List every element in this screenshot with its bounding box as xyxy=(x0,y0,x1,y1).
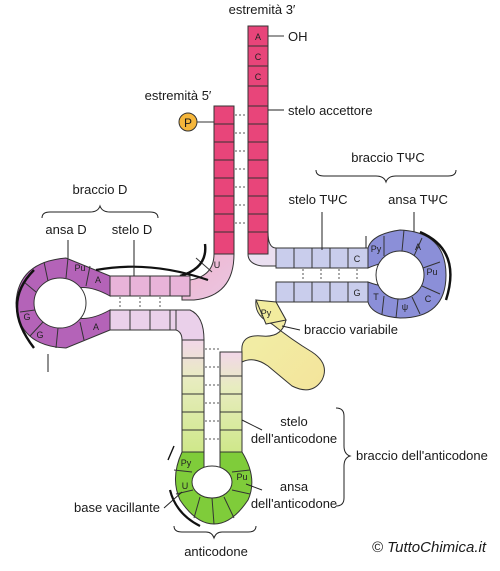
tpsic-loop xyxy=(367,229,447,319)
d-loop xyxy=(15,257,111,349)
base-d-g1: G xyxy=(23,312,30,322)
base-t-a: A xyxy=(415,242,421,252)
label-wobble-base: base vacillante xyxy=(74,500,160,515)
base-acceptor-2: C xyxy=(255,52,262,62)
label-anticodon-stem-2: dell'anticodone xyxy=(251,431,337,446)
label-d-loop: ansa D xyxy=(45,222,86,237)
acceptor-pair-dots xyxy=(235,114,247,224)
label-variable-arm: braccio variabile xyxy=(304,322,398,337)
label-tpsic-arm: braccio TΨC xyxy=(351,150,424,165)
label-d-arm: braccio D xyxy=(73,182,128,197)
base-d-g2: G xyxy=(36,330,43,340)
label-tpsic-loop: ansa TΨC xyxy=(388,192,448,207)
label-end3: estremità 3′ xyxy=(229,2,296,17)
label-anticodon: anticodone xyxy=(184,544,248,559)
base-t-g: G xyxy=(353,288,360,298)
label-anticodon-arm: braccio dell'anticodone xyxy=(356,448,488,463)
base-ac-pu: Pu xyxy=(236,472,247,482)
credit-text: © TuttoChimica.it xyxy=(372,539,487,556)
d-stem xyxy=(109,275,191,331)
base-t-py: Py xyxy=(371,244,382,254)
phosphate-group: P xyxy=(178,106,215,132)
base-t-c: C xyxy=(354,254,361,264)
phosphate-label: P xyxy=(184,116,192,130)
base-u-junction: U xyxy=(214,260,221,270)
base-var-py: Py xyxy=(261,308,272,318)
phosphate-circle xyxy=(178,112,198,132)
labels: estremità 3′ OH estremità 5′ stelo accet… xyxy=(45,2,487,559)
base-ac-u: U xyxy=(182,481,189,491)
base-t-c2: C xyxy=(425,294,432,304)
label-d-stem: stelo D xyxy=(112,222,152,237)
variable-arm xyxy=(241,299,325,391)
base-t-t: T xyxy=(373,292,379,302)
annotation-lines xyxy=(41,109,457,540)
tpsic-stem xyxy=(275,247,369,303)
label-end5: estremità 5′ xyxy=(145,88,212,103)
anticodon-stem xyxy=(181,339,243,453)
base-d-pu: Pu xyxy=(74,263,85,273)
junction-left xyxy=(181,253,235,301)
d-to-anticodon-junction xyxy=(175,309,205,341)
acceptor-stem-3prime xyxy=(247,25,269,255)
base-d-a2: A xyxy=(93,322,99,332)
label-oh: OH xyxy=(288,29,308,44)
label-anticodon-loop-1: ansa xyxy=(280,479,309,494)
base-t-psi: ψ xyxy=(402,302,408,312)
base-ac-py: Py xyxy=(181,458,192,468)
label-tpsic-stem: stelo TΨC xyxy=(288,192,347,207)
acceptor-stem-5prime xyxy=(213,105,235,255)
base-acceptor-3: C xyxy=(255,72,262,82)
base-letters: A C C U Pu A G G A C G Py A Pu C ψ T Py … xyxy=(23,32,437,491)
label-anticodon-stem-1: stelo xyxy=(280,414,307,429)
anticodon-loop xyxy=(173,451,253,525)
label-acceptor-stem: stelo accettore xyxy=(288,103,373,118)
base-t-pu: Pu xyxy=(426,267,437,277)
base-acceptor-1: A xyxy=(255,32,261,42)
label-anticodon-loop-2: dell'anticodone xyxy=(251,496,337,511)
base-d-a1: A xyxy=(95,275,101,285)
